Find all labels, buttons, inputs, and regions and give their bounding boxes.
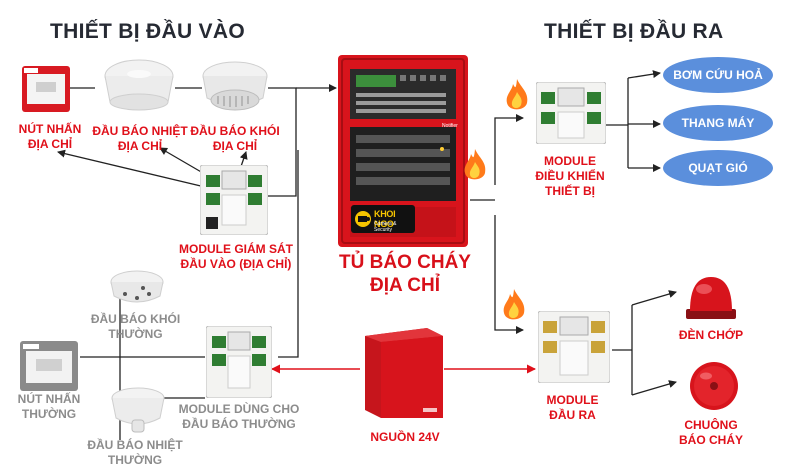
label-smoke-detector-address: ĐẦU BÁO KHÓI ĐỊA CHỈ bbox=[190, 124, 280, 153]
label-bell: CHUÔNG BÁO CHÁY bbox=[678, 418, 743, 447]
line-panel-conventional bbox=[278, 150, 299, 358]
logo-subtitle: Camera & Security bbox=[374, 221, 397, 233]
conventional-call-point-icon bbox=[20, 341, 78, 391]
label-call-point-conventional: NÚT NHẤN THƯỜNG bbox=[17, 392, 81, 421]
label-heat-detector-conventional: ĐẦU BÁO NHIỆT THƯỜNG bbox=[87, 438, 183, 467]
panel-title: TỦ BÁO CHÁY ĐỊA CHỈ bbox=[339, 252, 471, 296]
output-module-icon bbox=[538, 311, 610, 383]
power-supply-icon bbox=[365, 328, 443, 418]
label-output-module: MODULE ĐẦU RA bbox=[546, 393, 599, 422]
smoke-detector-icon bbox=[202, 61, 268, 111]
label-monitor-module: MODULE GIÁM SÁT ĐẦU VÀO (ĐỊA CHỈ) bbox=[179, 242, 293, 271]
label-heat-detector-address: ĐẦU BÁO NHIỆT ĐỊA CHỈ bbox=[92, 124, 188, 153]
label-control-module: MODULE ĐIỀU KHIỂN THIẾT BỊ bbox=[535, 154, 605, 198]
line-smoke-monitor bbox=[268, 87, 297, 197]
input-devices-heading: THIẾT BỊ ĐẦU VÀO bbox=[50, 20, 245, 43]
output-fire-pump: BƠM CỨU HOẢ bbox=[663, 57, 773, 93]
monitor-module-icon bbox=[200, 165, 268, 235]
output-elevator: THANG MÁY bbox=[663, 105, 773, 141]
label-conventional-module: MODULE DÙNG CHO ĐẦU BÁO THƯỜNG bbox=[178, 402, 300, 431]
label-smoke-detector-conventional: ĐẦU BÁO KHÓI THƯỜNG bbox=[90, 312, 181, 341]
camera-logo-icon bbox=[355, 211, 371, 227]
heat-detector-icon bbox=[104, 59, 174, 111]
call-point-icon bbox=[22, 66, 70, 112]
output-devices-heading: THIẾT BỊ ĐẦU RA bbox=[544, 20, 724, 43]
output-fan: QUẠT GIÓ bbox=[663, 150, 773, 186]
company-logo: KHOI NGO Camera & Security bbox=[351, 205, 415, 233]
strobe-icon bbox=[686, 277, 736, 319]
conventional-smoke-detector-icon bbox=[110, 270, 164, 303]
conventional-heat-detector-icon bbox=[111, 387, 165, 433]
logo-name: KHOI NGO bbox=[374, 209, 396, 229]
fire-icon bbox=[503, 289, 525, 320]
label-call-point-address: NÚT NHẤN ĐỊA CHỈ bbox=[18, 122, 82, 151]
fire-icon bbox=[464, 149, 486, 180]
conventional-module-icon bbox=[206, 326, 272, 398]
control-module-icon bbox=[536, 82, 606, 144]
bell-icon bbox=[690, 362, 738, 410]
label-strobe: ĐÈN CHỚP bbox=[678, 328, 744, 342]
panel-brand-text: Notifier bbox=[442, 123, 458, 129]
label-power-supply: NGUỒN 24V bbox=[370, 430, 440, 444]
fire-icon bbox=[506, 79, 528, 110]
